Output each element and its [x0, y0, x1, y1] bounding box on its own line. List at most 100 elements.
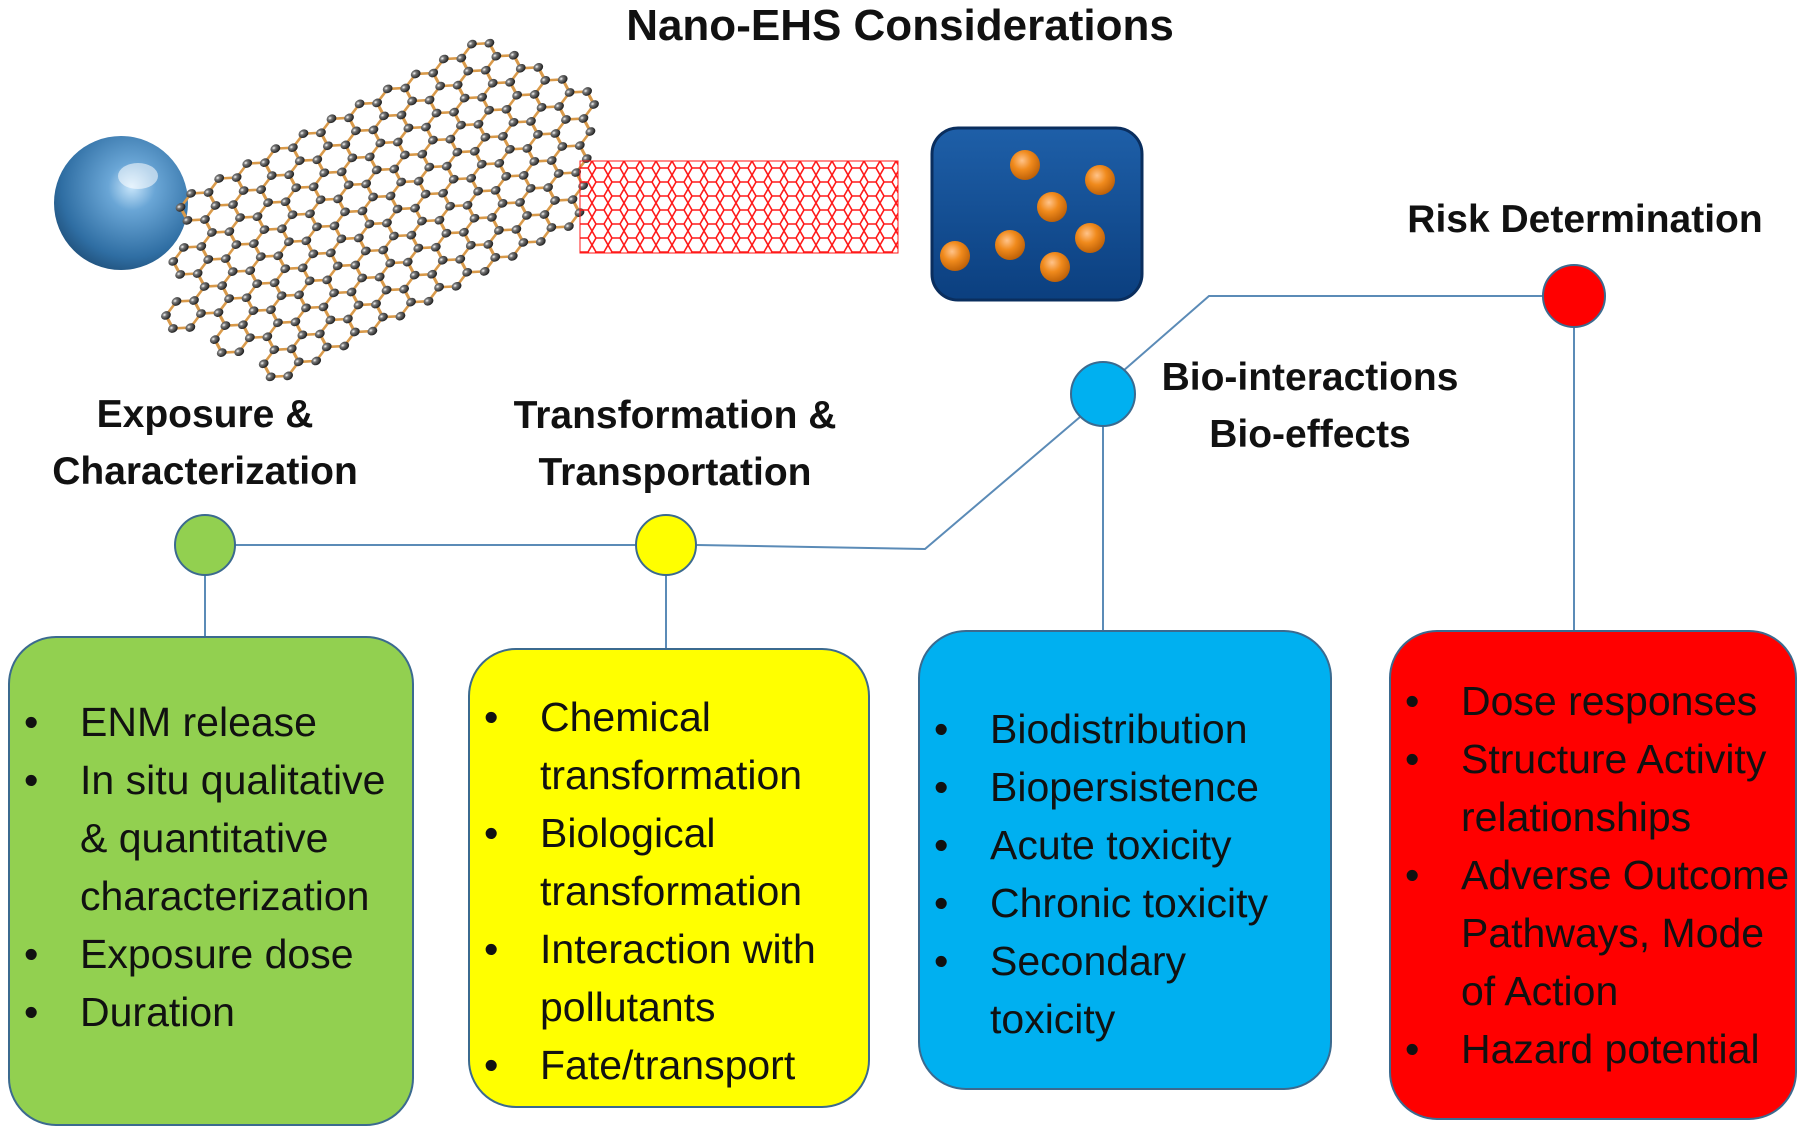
graphene-atom — [189, 296, 199, 305]
list-item-text: Biopersistence — [990, 764, 1259, 810]
graphene-atom — [322, 141, 333, 151]
graphene-atom — [349, 327, 360, 337]
graphene-atom — [276, 291, 287, 301]
graphene-atom — [455, 254, 466, 264]
stage-label-line: Bio-interactions — [1161, 356, 1459, 399]
list-item-text: Pathways, Mode — [1461, 910, 1765, 956]
graphene-atom — [381, 285, 392, 295]
graphene-atom — [456, 53, 467, 63]
graphene-atom — [396, 177, 407, 187]
graphene-atom — [497, 131, 508, 141]
card-risk: Dose responses Structure Activityrelatio… — [1389, 630, 1797, 1120]
list-item: Dose responses — [1391, 672, 1795, 730]
graphene-atom — [532, 130, 543, 139]
graphene-atom — [294, 156, 305, 166]
card-exposure: ENM release In situ qualitative& quantit… — [8, 636, 414, 1126]
graphene-atom — [259, 225, 270, 235]
graphene-atom — [220, 254, 231, 263]
graphene-atom — [273, 318, 283, 328]
list-item: Hazard potential — [1391, 1020, 1795, 1078]
graphene-atom — [466, 39, 477, 49]
graphene-atom — [434, 282, 444, 292]
graphene-atom — [522, 144, 533, 153]
graphene-atom — [396, 110, 407, 120]
graphene-atom — [235, 213, 245, 222]
graphene-atom — [505, 77, 516, 87]
list-item: Biodistribution — [920, 700, 1330, 758]
graphene-atom — [329, 221, 340, 231]
graphene-atom — [175, 270, 186, 279]
list-item-text: Biodistribution — [990, 706, 1248, 752]
graphene-atom — [214, 174, 225, 183]
graphene-atom — [400, 83, 411, 93]
graphene-atom — [487, 213, 497, 222]
graphene-atom — [206, 228, 217, 237]
graphene-atom — [540, 76, 551, 85]
graphene-atom — [374, 272, 385, 282]
list-item-text: transformation — [540, 868, 803, 914]
stage-label-line: Characterization — [52, 450, 358, 493]
graphene-atom — [242, 159, 253, 168]
node-transformation — [635, 514, 697, 576]
graphene-atom — [269, 278, 280, 288]
graphene-atom — [463, 66, 474, 76]
graphene-atom — [518, 171, 529, 180]
stage-label-transformation: Transformation & Transportation — [475, 387, 875, 501]
graphene-atom — [526, 117, 536, 126]
graphene-atom — [209, 335, 220, 344]
graphene-atom — [518, 238, 529, 247]
graphene-atom — [252, 212, 263, 221]
graphene-atom — [259, 158, 270, 167]
list-item-text: Fate/transport — [540, 1042, 796, 1088]
graphene-atom — [508, 50, 519, 60]
graphene-atom — [410, 203, 420, 213]
graphene-atom — [314, 329, 325, 339]
graphene-atom — [392, 137, 403, 147]
graphene-atom — [332, 261, 343, 271]
graphene-atom — [227, 267, 238, 276]
graphene-atom — [343, 314, 353, 324]
graphene-atom — [297, 263, 308, 273]
graphene-atom — [298, 129, 309, 139]
graphene-atom — [490, 185, 501, 195]
graphene-atom — [403, 123, 414, 133]
graphene-atom — [465, 240, 476, 250]
graphene-sheet-icon — [161, 38, 599, 382]
graphene-atom — [311, 356, 322, 366]
graphene-atom — [168, 257, 179, 266]
graphene-atom — [427, 269, 438, 279]
graphene-atom — [378, 312, 388, 322]
graphene-atom — [529, 90, 540, 99]
graphene-atom — [185, 323, 196, 332]
graphene-atom — [167, 324, 178, 333]
graphene-atom — [237, 320, 248, 330]
graphene-atom — [361, 179, 372, 189]
graphene-atom — [241, 293, 252, 303]
graphene-atom — [228, 200, 238, 209]
graphene-atom — [535, 237, 546, 246]
graphene-atom — [344, 113, 354, 123]
graphene-atom — [511, 225, 522, 234]
graphene-atom — [301, 236, 312, 246]
graphene-atom — [312, 222, 322, 232]
graphene-atom — [340, 140, 351, 150]
graphene-atom — [346, 287, 357, 297]
graphene-atom — [484, 105, 494, 115]
graphene-atom — [203, 188, 214, 197]
list-item: In situ qualitative& quantitativecharact… — [10, 751, 412, 925]
stage-label-bio: Bio-interactions Bio-effects — [1140, 349, 1480, 463]
graphene-atom — [308, 249, 319, 259]
graphene-atom — [280, 264, 291, 274]
graphene-atom — [350, 260, 361, 270]
graphene-atom — [428, 68, 439, 78]
graphene-atom — [515, 198, 525, 207]
graphene-atom — [445, 134, 456, 144]
graphene-atom — [469, 213, 480, 223]
graphene-atom — [200, 215, 210, 224]
graphene-atom — [364, 152, 375, 162]
list-item-text: & quantitative — [80, 815, 329, 861]
